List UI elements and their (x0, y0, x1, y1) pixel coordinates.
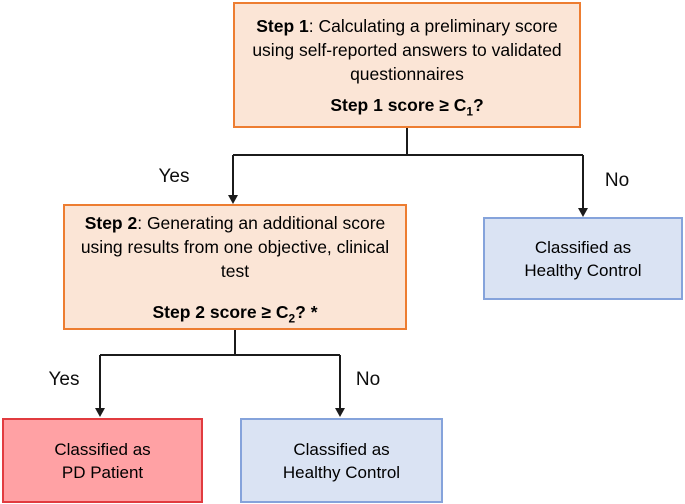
arrowhead-to-pd (95, 408, 105, 417)
outcome-pd-patient: Classified as PD Patient (2, 418, 203, 503)
arrowhead-to-step2 (228, 195, 238, 204)
outcome-text: Healthy Control (524, 260, 642, 280)
outcome-text: Classified as (534, 237, 632, 257)
step2-title: Step 2 (84, 212, 138, 233)
branch-label-yes-step1: Yes (158, 166, 190, 187)
branch-label-yes-step2: Yes (48, 369, 80, 390)
outcome-text: Healthy Control (282, 462, 401, 482)
arrowhead-to-hc-right (578, 208, 588, 217)
step2-decision-box: Step 2: Generating an additional score u… (63, 204, 407, 330)
step1-title: Step 1 (256, 15, 309, 36)
step2-question: Step 2 score ≥ C2? * (152, 301, 318, 325)
outcome-healthy-control-bottom: Classified as Healthy Control (240, 418, 443, 503)
step2-description: Step 2: Generating an additional score u… (80, 212, 390, 281)
outcome-text: Classified as (54, 439, 151, 459)
step1-question: Step 1 score ≥ C1? (330, 94, 484, 118)
outcome-text: PD Patient (61, 462, 144, 482)
arrowhead-to-hc-bottom (335, 408, 345, 417)
branch-label-no-step2: No (355, 369, 381, 390)
outcome-healthy-control-right: Classified as Healthy Control (483, 217, 683, 300)
step1-decision-box: Step 1: Calculating a preliminary score … (233, 2, 581, 128)
step1-description: Step 1: Calculating a preliminary score … (252, 15, 562, 84)
branch-label-no-step1: No (604, 170, 630, 191)
outcome-text: Classified as (293, 439, 390, 459)
